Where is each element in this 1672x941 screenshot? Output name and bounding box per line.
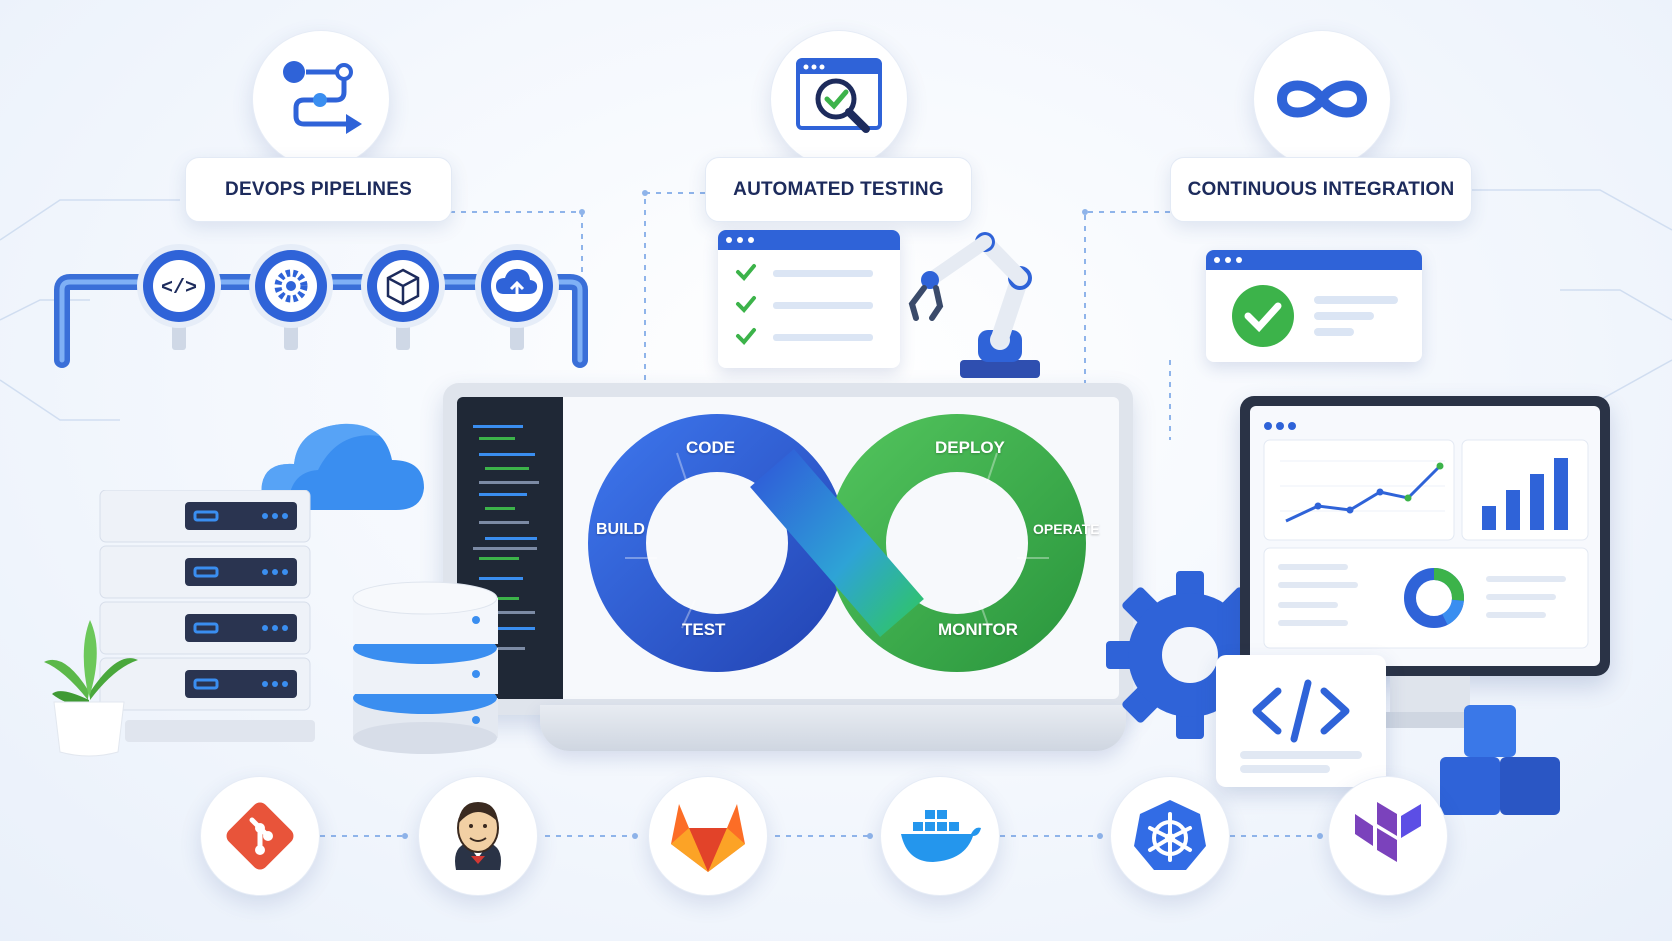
donut-chart (1404, 568, 1464, 628)
loop-label-operate: OPERATE (1033, 521, 1100, 537)
jenkins-icon (455, 802, 501, 870)
terraform-badge (1328, 776, 1448, 896)
laptop-base (540, 705, 1126, 751)
kubernetes-icon (1134, 800, 1206, 870)
gitlab-icon (671, 804, 745, 872)
flow-diagram-icon (283, 61, 362, 134)
testing-icon-badge (770, 30, 908, 168)
pipeline-stands (172, 310, 524, 350)
gitlab-badge (648, 776, 768, 896)
continuous-integration-label: CONTINUOUS INTEGRATION (1170, 157, 1472, 222)
terraform-icon (1355, 802, 1421, 862)
loop-label-deploy: DEPLOY (935, 438, 1005, 457)
pipeline-node-cloud-upload (475, 244, 559, 328)
loop-label-build: BUILD (596, 521, 645, 538)
server-unit (99, 490, 311, 543)
pipeline-node-package (361, 244, 445, 328)
loop-label-code: CODE (686, 438, 736, 457)
robot-arm-icon (908, 232, 1040, 378)
bar-chart (1482, 458, 1568, 530)
kubernetes-badge (1110, 776, 1230, 896)
loop-crossover (750, 449, 924, 637)
monitor-stand (1390, 676, 1470, 716)
loop-label-test: TEST (682, 620, 726, 639)
browser-search-check-icon (796, 58, 882, 133)
pipeline-flow-icon-badge (252, 30, 390, 168)
pipeline-node-code: </> (137, 244, 221, 328)
infinity-icon (1276, 80, 1368, 118)
ci-success-window (1206, 250, 1422, 362)
infinity-icon-badge (1253, 30, 1391, 168)
code-card (1216, 655, 1386, 787)
success-check-icon (1232, 285, 1398, 347)
cloud-icon (261, 423, 424, 510)
code-lines (473, 425, 539, 650)
loop-label-monitor: MONITOR (938, 620, 1018, 639)
docker-icon (901, 810, 981, 862)
git-icon (226, 802, 294, 870)
dashboard-charts (1263, 422, 1589, 649)
test-checklist-window (718, 230, 900, 368)
svg-text:</>: </> (161, 277, 197, 300)
automated-testing-label: AUTOMATED TESTING (705, 157, 972, 222)
devops-infinity-loop (588, 414, 1086, 672)
blocks-icon (1440, 705, 1560, 815)
code-icon (1240, 679, 1362, 773)
checklist-icon (736, 264, 873, 345)
plant-icon (44, 620, 138, 757)
devops-pipeline: </> (54, 244, 588, 368)
docker-badge (880, 776, 1000, 896)
devops-pipelines-label: DEVOPS PIPELINES (185, 157, 452, 222)
git-badge (200, 776, 320, 896)
analytics-monitor (1240, 396, 1610, 676)
server-rack-icon (99, 490, 315, 742)
line-chart (1285, 464, 1442, 523)
jenkins-badge (418, 776, 538, 896)
pipeline-node-gear (249, 244, 333, 328)
database-icon (352, 581, 498, 754)
monitor-screen (1250, 406, 1600, 666)
